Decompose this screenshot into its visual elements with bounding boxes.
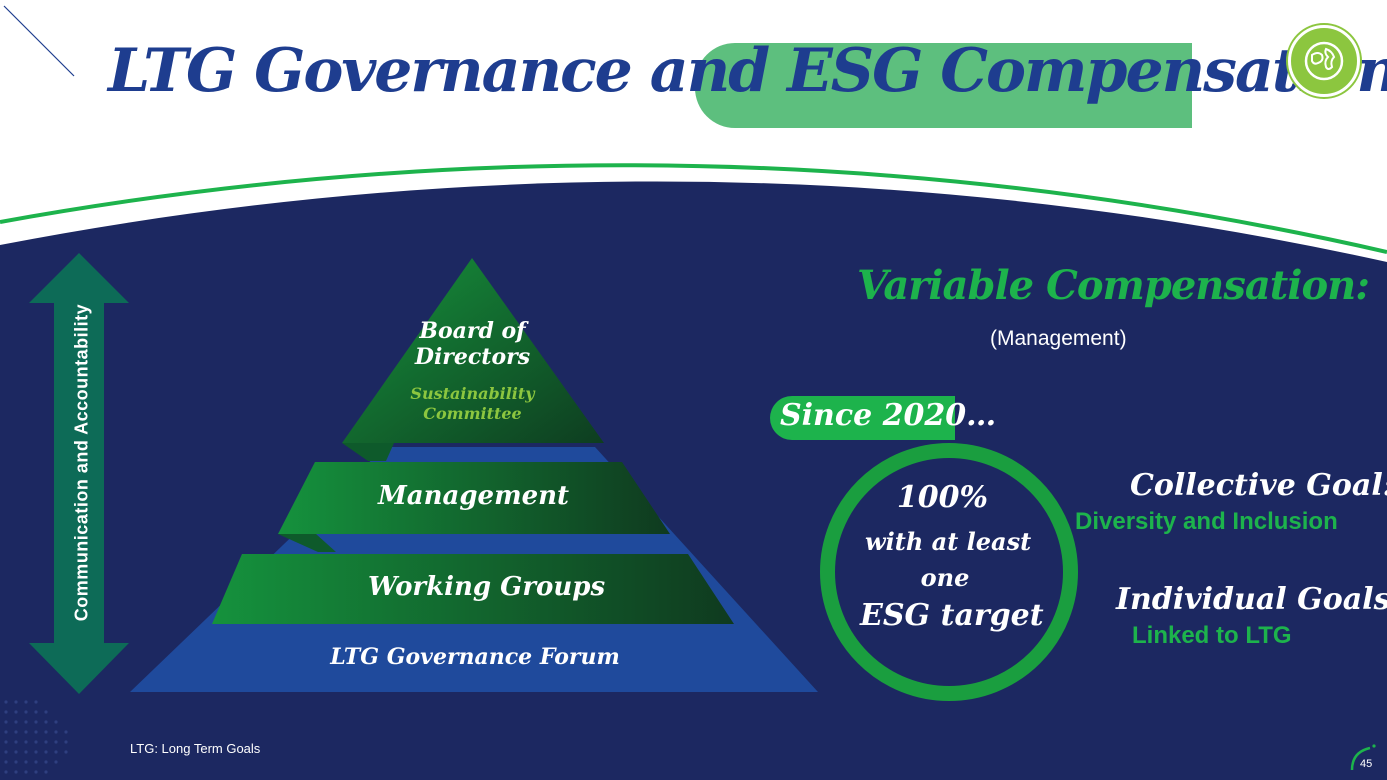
tier-board-label: Board of Directors [410, 318, 535, 370]
working-groups-band [212, 554, 734, 624]
variable-compensation-title: Variable Compensation: [857, 262, 1370, 309]
page-title: LTG Governance and ESG Compensation [108, 36, 1387, 106]
tier-board-line2: Directors [414, 344, 531, 370]
since-pill [770, 396, 955, 440]
target-line-2: with at least [865, 527, 1032, 556]
tier-forum-label: LTG Governance Forum [330, 644, 620, 670]
since-label: Since 2020… [780, 398, 997, 433]
dot-pattern [4, 700, 68, 774]
page-corner-mark [1350, 744, 1376, 771]
double-arrow-icon [29, 253, 129, 694]
corner-line [3, 5, 75, 77]
tier-committee-label: Sustainability Committee [405, 384, 540, 424]
axis-label-communication: Communication and Accountability [71, 303, 92, 622]
tier-management-label: Management [378, 481, 570, 511]
management-band [278, 462, 670, 534]
green-swoosh [0, 163, 1387, 254]
collective-goal-value: Diversity and Inclusion [1075, 508, 1338, 535]
tier-board-line1: Board of [419, 318, 526, 344]
globe-icon [1288, 25, 1360, 97]
target-line-3: one [920, 563, 970, 592]
individual-goals-title: Individual Goals: [1116, 582, 1387, 617]
tier-committee-line1: Sustainability [410, 384, 535, 403]
board-triangle [342, 258, 604, 443]
target-line-4: ESG target [860, 598, 1044, 633]
title-highlight [695, 43, 1192, 128]
tier-working-groups-label: Working Groups [368, 572, 606, 602]
board-fold [342, 443, 394, 461]
variable-compensation-subtitle: (Management) [990, 327, 1127, 350]
target-percent: 100% [896, 480, 989, 515]
page-number: 45 [1360, 758, 1373, 770]
management-fold [278, 534, 336, 552]
collective-goal-title: Collective Goal: [1130, 468, 1387, 503]
footnote: LTG: Long Term Goals [130, 741, 261, 756]
tier-committee-line2: Committee [423, 404, 522, 423]
individual-goals-value: Linked to LTG [1132, 622, 1292, 649]
